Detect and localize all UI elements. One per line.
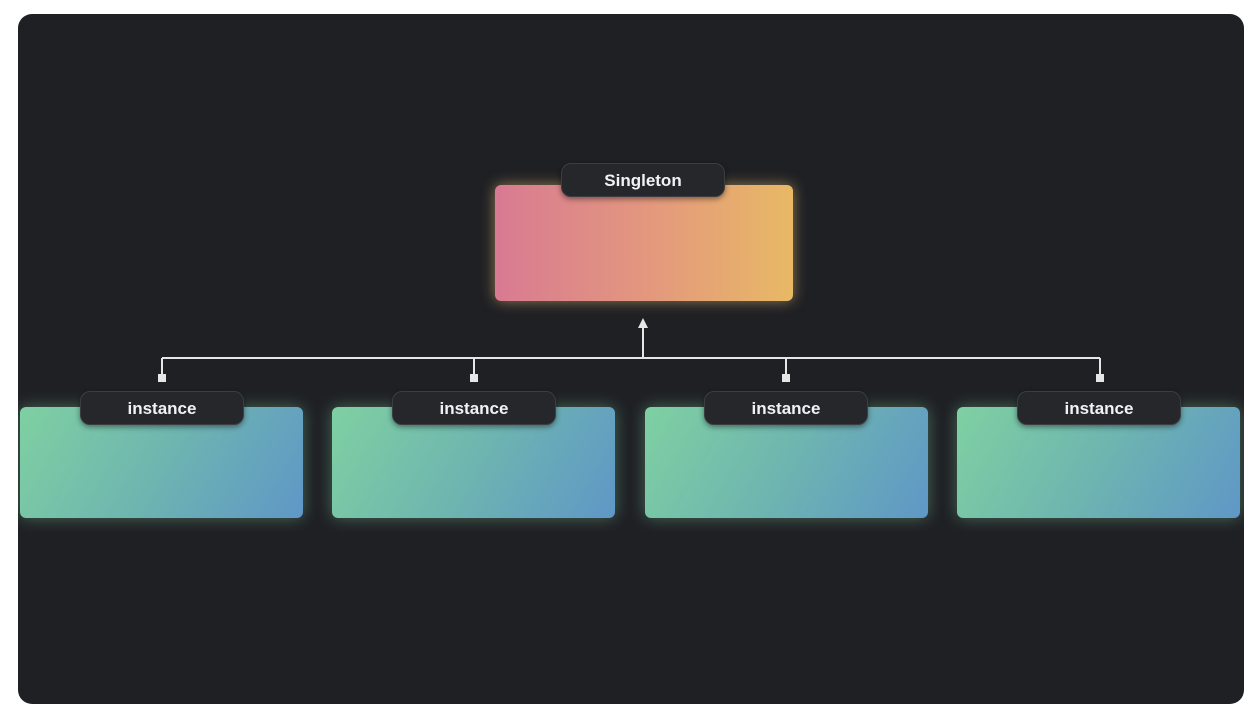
connector-square-1 bbox=[158, 374, 166, 382]
instance-box-3 bbox=[645, 407, 928, 518]
instance-box-4 bbox=[957, 407, 1240, 518]
instance-label-1: instance bbox=[80, 391, 244, 425]
diagram-canvas: Singleton instance instance instance ins… bbox=[18, 14, 1244, 704]
instance-box-2 bbox=[332, 407, 615, 518]
instance-box-1 bbox=[20, 407, 303, 518]
instance-label-4: instance bbox=[1017, 391, 1181, 425]
instance-label-3: instance bbox=[704, 391, 868, 425]
connector-square-2 bbox=[470, 374, 478, 382]
singleton-label: Singleton bbox=[561, 163, 725, 197]
instance-label-2: instance bbox=[392, 391, 556, 425]
connector-square-4 bbox=[1096, 374, 1104, 382]
connector-square-3 bbox=[782, 374, 790, 382]
singleton-box bbox=[495, 185, 793, 301]
arrow-head bbox=[638, 318, 648, 328]
connector-lines bbox=[158, 318, 1104, 382]
